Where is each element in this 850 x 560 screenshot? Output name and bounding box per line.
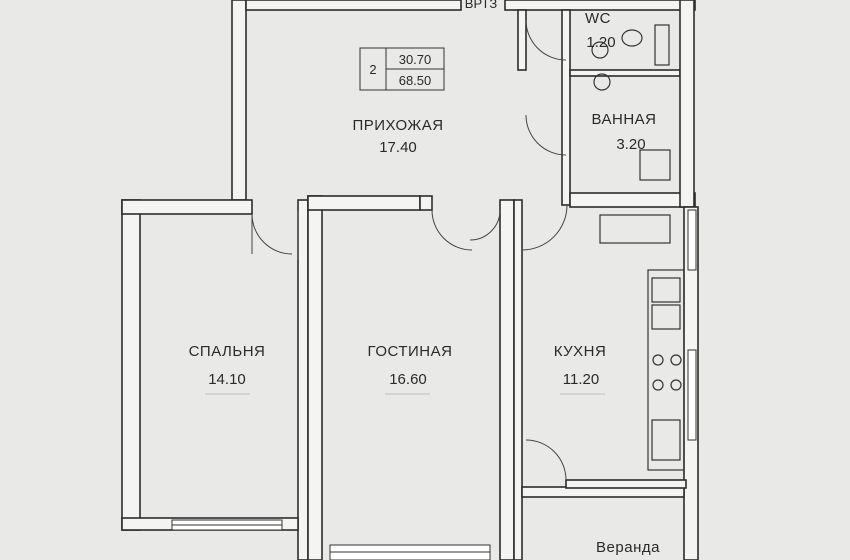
rooms-count: 2 [369,62,376,77]
wc-sink-icon [591,41,609,59]
bath-name: ВАННАЯ [591,111,656,128]
bedroom-area: 14.10 [208,371,246,388]
hall-name: ПРИХОЖАЯ [352,117,443,134]
room-labels: ПРИХОЖАЯ 17.40 WC 1.20 ВАННАЯ 3.20 СПАЛЬ… [189,10,660,556]
area-summary-table: 2 30.70 68.50 [359,47,445,91]
fixtures [591,24,685,471]
veranda-name: Веранда [596,539,660,556]
door-living [431,209,501,251]
living-area: 16.60 [389,371,427,388]
total-area-value: 68.50 [399,73,432,88]
door-wc [525,19,567,61]
wc-name: WC [585,10,611,27]
stove-burner-icon [652,354,664,366]
bath-area: 3.20 [616,136,645,153]
bedroom-name: СПАЛЬНЯ [189,343,266,360]
hall-area: 17.40 [379,139,417,156]
door-veranda [525,439,567,481]
living-area-value: 30.70 [399,52,432,67]
top-cut-label: ВРТЗ [465,0,498,11]
kitchen-area: 11.20 [563,371,599,388]
door-kitchen [521,204,568,251]
doors [251,19,568,481]
door-bedroom [251,213,293,255]
bath-sink-icon [593,73,611,91]
toilet-icon [621,29,643,47]
living-name: ГОСТИНАЯ [368,343,453,360]
door-bath [525,114,567,156]
kitchen-sink-icon [651,277,681,303]
wc-area: 1.20 [586,34,615,51]
windows [171,209,697,560]
kitchen-name: КУХНЯ [554,343,607,360]
